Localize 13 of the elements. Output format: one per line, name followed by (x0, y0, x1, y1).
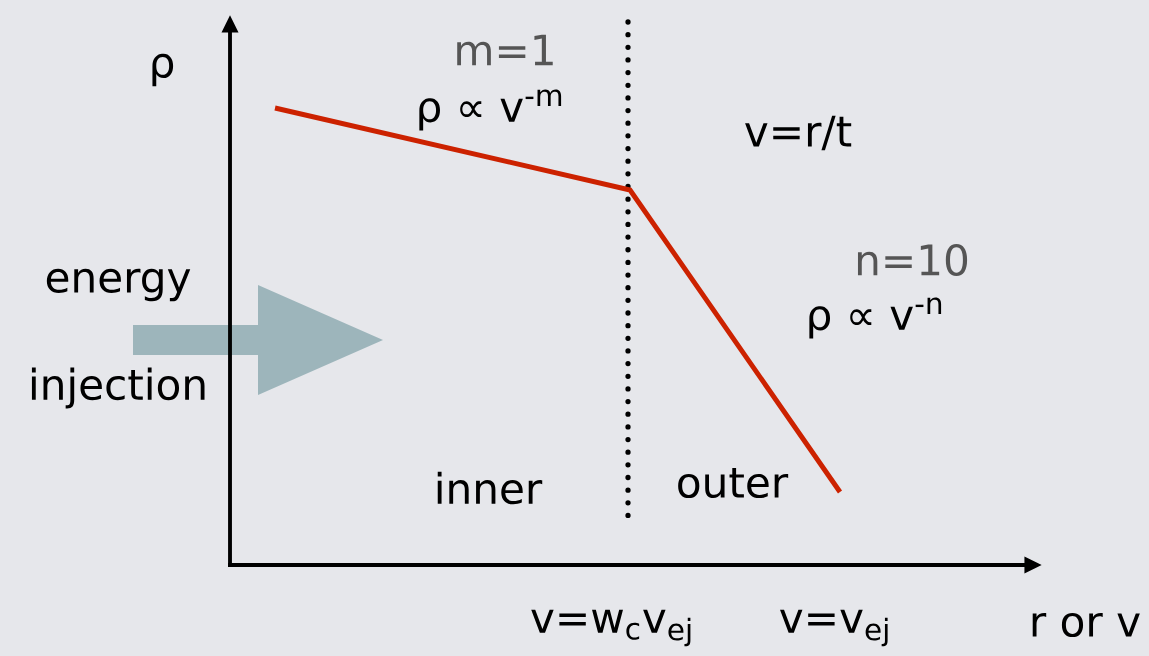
power-law-formula: ρ ∝ v$^{-n}$ (809, 297, 942, 339)
exponent-label: n=10 (857, 244, 968, 276)
arrow-label: energy (46, 268, 191, 302)
tick-label: v=v$_{ej}$ (780, 609, 888, 647)
arrow-label: injection (31, 367, 205, 409)
tick-label: v=w$_{c}$v$_{ej}$ (531, 609, 691, 647)
exponent-label: m=1 (457, 34, 553, 66)
velocity-formula: v=r/t (745, 115, 852, 151)
axis-label: ρ (152, 53, 174, 87)
region-label: inner (437, 471, 543, 505)
power-law-formula: ρ ∝ v$^{-m}$ (419, 89, 562, 131)
region-label: outer (678, 467, 789, 499)
axis-label: r or v (1032, 612, 1140, 638)
